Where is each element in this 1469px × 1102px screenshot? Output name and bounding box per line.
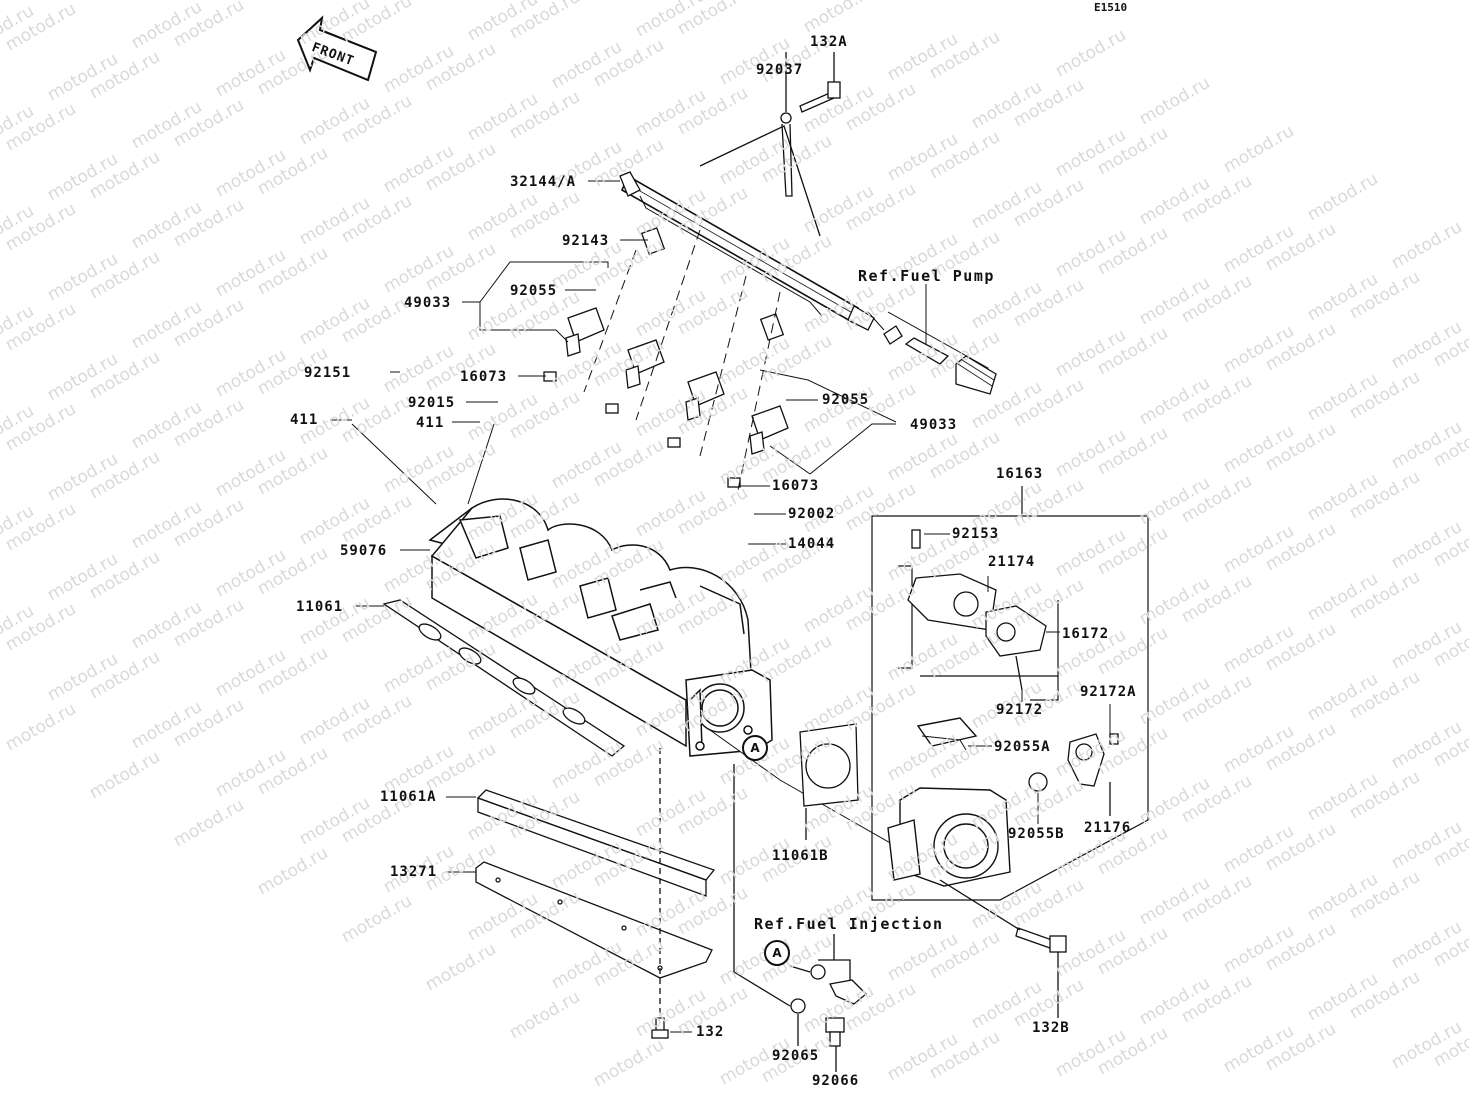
circle-ref-a-manifold: A: [742, 735, 768, 761]
part-label-11061B: 11061B: [772, 848, 829, 864]
strap-92037-icon: [699, 52, 821, 237]
part-label-32144A: 32144/A: [510, 174, 577, 190]
part-label-16172: 16172: [1062, 626, 1110, 642]
part-label-92065: 92065: [772, 1048, 820, 1064]
throttle-sensor-housing-icon: [907, 529, 997, 631]
part-label-16073-bottom: 16073: [772, 478, 820, 494]
part-label-92037: 92037: [756, 62, 804, 78]
part-label-92172A: 92172A: [1080, 684, 1137, 700]
part-label-11061: 11061: [296, 599, 344, 615]
part-label-92151: 92151: [304, 365, 352, 381]
bolt-132B-icon: [939, 879, 1067, 1018]
fuel-injectors-icon: [565, 227, 789, 455]
part-label-92143: 92143: [562, 233, 610, 249]
part-label-92066: 92066: [812, 1073, 860, 1089]
part-label-92055-right: 92055: [822, 392, 870, 408]
plug-92066-icon: [825, 1017, 845, 1072]
throttle-position-sensor-icon: [1067, 733, 1119, 816]
part-label-11061A: 11061A: [380, 789, 437, 805]
idle-control-valve-icon: [985, 605, 1047, 691]
fuel-temp-sensor-icon: [810, 934, 867, 1005]
intake-manifold-icon: [428, 498, 893, 845]
part-label-92172: 92172: [996, 702, 1044, 718]
part-label-49033-right: 49033: [910, 417, 958, 433]
ref-fuel-injection-label: Ref.Fuel Injection: [754, 915, 944, 933]
part-label-21176: 21176: [1084, 820, 1132, 836]
fuel-rail-icon: [619, 171, 875, 331]
part-label-411-right: 411: [416, 415, 445, 431]
part-label-14044: 14044: [788, 536, 836, 552]
part-label-92055B: 92055B: [1008, 826, 1065, 842]
gasket-11061B-icon: [799, 723, 859, 840]
right-leader-lines: [921, 533, 1111, 751]
fuel-pump-hose-icon: [883, 325, 997, 395]
part-label-59076: 59076: [340, 543, 388, 559]
part-label-132: 132: [696, 1024, 725, 1040]
plate-13271-icon: [475, 861, 713, 979]
part-label-411-left: 411: [290, 412, 319, 428]
plate-11061A-icon: [476, 789, 716, 897]
bolt-132-icon: [651, 1017, 669, 1039]
throttle-body-icon: [887, 717, 1011, 887]
part-label-16073-top: 16073: [460, 369, 508, 385]
part-label-92055A: 92055A: [994, 739, 1051, 755]
part-label-21174: 21174: [988, 554, 1036, 570]
drawing-id: E1510: [1094, 1, 1128, 14]
part-label-132A: 132A: [810, 34, 848, 50]
part-label-13271: 13271: [390, 864, 438, 880]
part-label-49033-left: 49033: [404, 295, 452, 311]
part-label-92002: 92002: [788, 506, 836, 522]
part-label-92015: 92015: [408, 395, 456, 411]
gasket-11061-icon: [382, 599, 626, 757]
part-label-92055-left: 92055: [510, 283, 558, 299]
bolt-132A-icon: [799, 52, 841, 113]
ref-fuel-pump-label: Ref.Fuel Pump: [858, 267, 995, 285]
circle-ref-a-sensor: A: [764, 940, 790, 966]
part-label-92153: 92153: [952, 526, 1000, 542]
part-label-16163: 16163: [996, 466, 1044, 482]
part-label-132B: 132B: [1032, 1020, 1070, 1036]
assembly-lines: [583, 229, 781, 491]
washer-92065-icon: [790, 998, 806, 1014]
throttle-body-assembly-box: [871, 486, 1149, 901]
o-ring-92055B-icon: [1028, 772, 1048, 792]
front-arrow-icon: [296, 15, 378, 82]
